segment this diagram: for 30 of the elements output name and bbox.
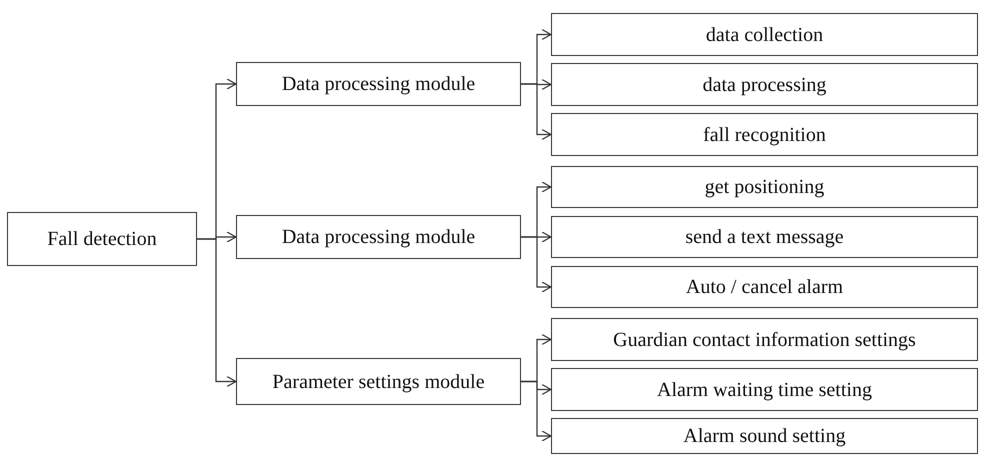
- box-label: Data processing module: [282, 73, 476, 95]
- box-label: get positioning: [704, 176, 824, 198]
- box-label: Alarm sound setting: [683, 425, 846, 447]
- box-label: data processing: [702, 74, 826, 96]
- process-box: [551, 63, 978, 106]
- arrow: [521, 83, 552, 140]
- arrow: [197, 238, 237, 388]
- process-box: [551, 266, 978, 308]
- process-box: [551, 216, 978, 258]
- process-box: [236, 215, 521, 259]
- box-label: Auto / cancel alarm: [686, 276, 844, 298]
- box-label: Alarm waiting time setting: [657, 378, 872, 400]
- process-box: [551, 166, 978, 208]
- arrow: [521, 380, 552, 442]
- process-box: [7, 212, 197, 266]
- process-box: [236, 358, 521, 405]
- process-box: [551, 418, 978, 454]
- process-box: [551, 318, 978, 361]
- box-label: data collection: [706, 24, 824, 46]
- arrow: [521, 236, 552, 293]
- process-box: [236, 62, 521, 106]
- process-box: [551, 113, 978, 156]
- box-label: fall recognition: [703, 124, 826, 146]
- box-label: send a text message: [685, 226, 844, 248]
- box-label: Parameter settings module: [272, 370, 485, 392]
- process-box: [551, 13, 978, 56]
- box-label: Fall detection: [47, 228, 157, 250]
- box-label: Guardian contact information settings: [613, 328, 916, 350]
- process-box: [551, 368, 978, 411]
- box-label: Data processing module: [282, 226, 476, 248]
